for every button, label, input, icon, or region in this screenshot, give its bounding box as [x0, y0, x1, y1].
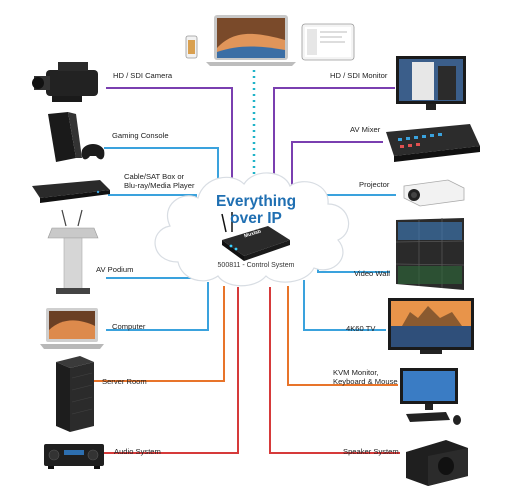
label-kvm-line1: KVM Monitor,: [333, 368, 379, 377]
label-hd-sdi-monitor: HD / SDI Monitor: [330, 71, 388, 80]
label-hd-sdi-camera: HD / SDI Camera: [113, 71, 173, 80]
label-cable-sat-line1: Cable/SAT Box or: [124, 172, 185, 181]
label-server-room: Server Room: [102, 377, 147, 386]
cloud: [154, 172, 350, 287]
phone-device: [185, 35, 198, 59]
label-computer: Computer: [112, 322, 146, 331]
4k-tv-device: [388, 298, 474, 354]
label-cable-sat-line2: Blu-ray/Media Player: [124, 181, 195, 190]
laptop-device: [206, 15, 296, 66]
video-wall-device: [395, 218, 465, 290]
computer-laptop-device: [40, 308, 104, 349]
audio-receiver-device: [44, 444, 104, 469]
link-camera: [106, 87, 233, 180]
link-computer: [106, 282, 209, 331]
camera-device: [32, 62, 98, 102]
link-mixer: [291, 141, 383, 186]
label-speaker-system: Speaker System: [343, 447, 399, 456]
label-video-wall: Video Wall: [354, 269, 390, 278]
label-av-mixer: AV Mixer: [350, 125, 381, 134]
label-projector: Projector: [359, 180, 390, 189]
gaming-console-device: [48, 112, 105, 162]
label-gaming-console: Gaming Console: [112, 131, 169, 140]
connection-lines: [92, 70, 400, 454]
label-kvm-line2: Keyboard & Mouse: [333, 377, 398, 386]
center-title-line2: over IP: [230, 210, 282, 227]
projector-device: [403, 179, 465, 207]
av-mixer-device: [386, 124, 480, 162]
bluray-player-device: [32, 180, 110, 203]
label-4k60-tv: 4K60 TV: [346, 324, 376, 333]
control-system-device: [221, 212, 290, 261]
link-tv: [303, 280, 386, 331]
label-av-podium: AV Podium: [96, 265, 134, 274]
link-audio: [102, 287, 239, 454]
link-monitor: [273, 87, 395, 180]
tablet-device: [301, 23, 355, 61]
link-kvm: [287, 286, 398, 386]
label-audio-system: Audio System: [114, 447, 161, 456]
podium-device: [47, 209, 99, 294]
sdi-monitor-device: [396, 56, 466, 110]
center-title-line1: Everything: [215, 193, 297, 210]
server-rack-device: [56, 356, 94, 432]
speaker-device: [406, 440, 468, 486]
center-subtitle: 500811 - Control System: [217, 262, 295, 269]
link-speaker: [269, 287, 400, 454]
center-title: Everything over IP: [196, 193, 316, 227]
kvm-monitor-device: [400, 368, 461, 425]
link-server: [92, 286, 225, 382]
